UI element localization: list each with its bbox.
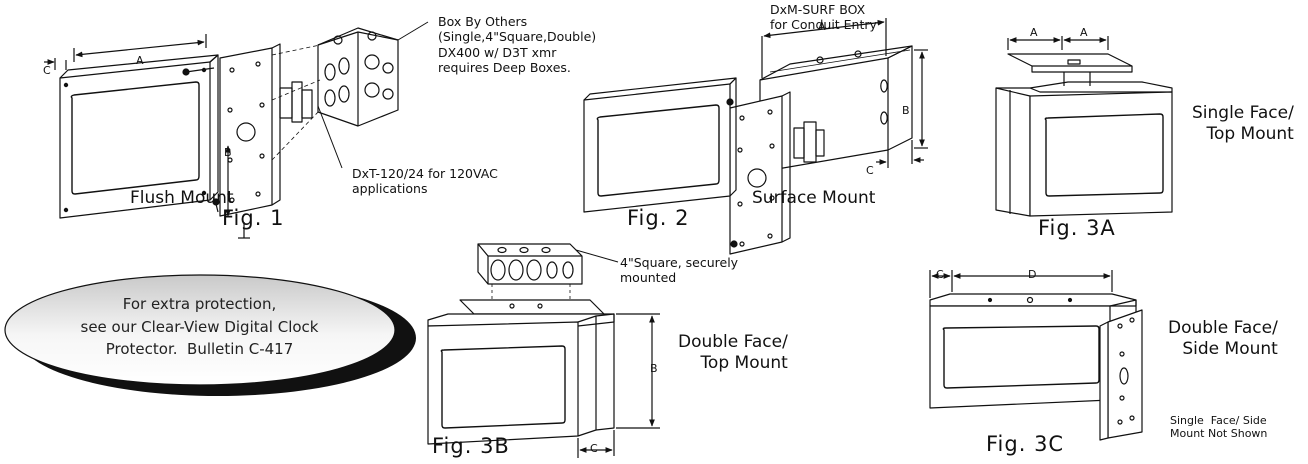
box-by-others-note: Box By Others (Single,4"Square,Double) D… — [438, 14, 597, 75]
surface-mount-caption: Surface Mount — [752, 188, 876, 208]
fig3c-not-shown-note: Single Face/ Side Mount Not Shown — [1170, 414, 1268, 441]
fig3c-dim-c: C — [936, 268, 944, 281]
fig2-drawing — [583, 18, 928, 255]
fig3b-label: Fig. 3B — [432, 434, 510, 458]
fig3b-mount: Double Face/ Top Mount — [678, 332, 788, 373]
fig2-label: Fig. 2 — [627, 206, 690, 230]
fig3a-dim-a-left: A — [1030, 26, 1038, 39]
fig1-dim-b: B — [224, 146, 232, 159]
fig3a-label: Fig. 3A — [1038, 216, 1116, 240]
fig3c-drawing — [929, 270, 1143, 441]
fig2-dim-b: B — [902, 104, 910, 117]
surf-box-note: DxM-SURF BOX for Conduit Entry — [770, 2, 877, 33]
fig3c-label: Fig. 3C — [986, 432, 1065, 456]
promo-text: For extra protection, see our Clear-View… — [80, 295, 319, 358]
fig3a-mount: Single Face/ Top Mount — [1192, 103, 1294, 144]
dxt-note: DxT-120/24 for 120VAC applications — [352, 166, 498, 197]
square-box-note: 4"Square, securely mounted — [620, 255, 739, 286]
fig1-dim-a: A — [136, 54, 144, 67]
fig1-label: Fig. 1 — [222, 206, 285, 230]
promo-oval — [4, 274, 416, 396]
fig3c-dim-d: D — [1028, 268, 1037, 281]
fig3b-drawing — [427, 243, 660, 458]
fig1-dim-c: C — [43, 64, 51, 77]
fig3b-dim-c: C — [590, 442, 598, 455]
fig3b-dim-b: B — [650, 362, 658, 375]
fig3c-mount: Double Face/ Side Mount — [1168, 318, 1278, 359]
fig3a-dim-a-right: A — [1080, 26, 1088, 39]
fig2-dim-a: A — [818, 20, 826, 33]
fig2-dim-c: C — [866, 164, 874, 177]
flush-mount-caption: Flush Mount — [130, 188, 234, 208]
fig1-drawing — [44, 21, 429, 239]
fig3a-drawing — [995, 36, 1173, 217]
